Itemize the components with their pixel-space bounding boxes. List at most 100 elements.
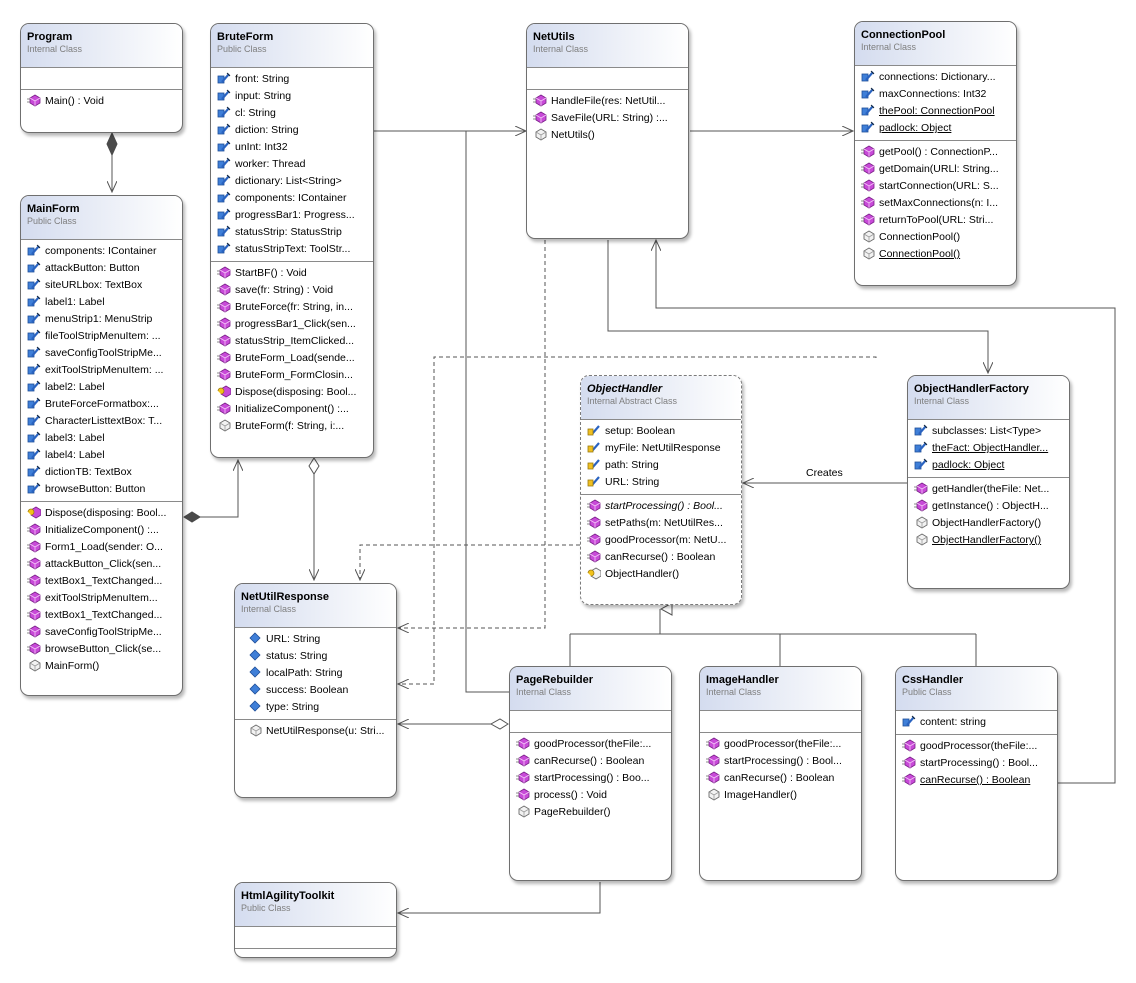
member-row[interactable]: input: String	[211, 88, 373, 105]
member-row[interactable]: CharacterListtextBox: T...	[21, 413, 182, 430]
member-row[interactable]: textBox1_TextChanged...	[21, 573, 182, 590]
member-row[interactable]: goodProcessor(m: NetU...	[581, 532, 741, 549]
member-row[interactable]: ConnectionPool()	[855, 246, 1016, 263]
member-row[interactable]: dictionary: List<String>	[211, 173, 373, 190]
member-row[interactable]: NetUtils()	[527, 127, 688, 144]
member-row[interactable]: subclasses: List<Type>	[908, 423, 1069, 440]
member-row[interactable]: BruteForceFormatbox:...	[21, 396, 182, 413]
member-row[interactable]: BruteForm(f: String, i:...	[211, 418, 373, 435]
member-row[interactable]: setup: Boolean	[581, 423, 741, 440]
member-row[interactable]: canRecurse() : Boolean	[581, 549, 741, 566]
member-row[interactable]: SaveFile(URL: String) :...	[527, 110, 688, 127]
member-row[interactable]: content: string	[896, 714, 1057, 731]
member-row[interactable]: components: IContainer	[21, 243, 182, 260]
member-row[interactable]: myFile: NetUtilResponse	[581, 440, 741, 457]
member-row[interactable]: statusStrip_ItemClicked...	[211, 333, 373, 350]
member-row[interactable]: getDomain(URLl: String...	[855, 161, 1016, 178]
member-row[interactable]: label4: Label	[21, 447, 182, 464]
member-row[interactable]: Dispose(disposing: Bool...	[211, 384, 373, 401]
member-row[interactable]: saveConfigToolStripMe...	[21, 345, 182, 362]
member-row[interactable]: worker: Thread	[211, 156, 373, 173]
member-row[interactable]: type: String	[235, 699, 396, 716]
member-row[interactable]: InitializeComponent() :...	[211, 401, 373, 418]
member-row[interactable]: goodProcessor(theFile:...	[700, 736, 861, 753]
member-row[interactable]: attackButton: Button	[21, 260, 182, 277]
member-row[interactable]: browseButton_Click(se...	[21, 641, 182, 658]
member-row[interactable]: ObjectHandler()	[581, 566, 741, 583]
member-row[interactable]: getHandler(theFile: Net...	[908, 481, 1069, 498]
member-row[interactable]: localPath: String	[235, 665, 396, 682]
member-row[interactable]: BruteForm_Load(sende...	[211, 350, 373, 367]
member-row[interactable]: URL: String	[235, 631, 396, 648]
member-row[interactable]: goodProcessor(theFile:...	[896, 738, 1057, 755]
member-row[interactable]: Form1_Load(sender: O...	[21, 539, 182, 556]
member-row[interactable]: startProcessing() : Bool...	[581, 498, 741, 515]
member-row[interactable]: diction: String	[211, 122, 373, 139]
member-row[interactable]: success: Boolean	[235, 682, 396, 699]
member-row[interactable]: Main() : Void	[21, 93, 182, 110]
member-row[interactable]: ConnectionPool()	[855, 229, 1016, 246]
member-row[interactable]: startProcessing() : Boo...	[510, 770, 671, 787]
member-row[interactable]: getInstance() : ObjectH...	[908, 498, 1069, 515]
member-row[interactable]: PageRebuilder()	[510, 804, 671, 821]
member-row[interactable]: menuStrip1: MenuStrip	[21, 311, 182, 328]
member-row[interactable]: attackButton_Click(sen...	[21, 556, 182, 573]
member-row[interactable]: front: String	[211, 71, 373, 88]
member-row[interactable]: exitToolStripMenuItem...	[21, 590, 182, 607]
member-row[interactable]: unInt: Int32	[211, 139, 373, 156]
member-row[interactable]: label2: Label	[21, 379, 182, 396]
member-row[interactable]: returnToPool(URL: Stri...	[855, 212, 1016, 229]
member-row[interactable]: save(fr: String) : Void	[211, 282, 373, 299]
member-row[interactable]: progressBar1: Progress...	[211, 207, 373, 224]
member-row[interactable]: statusStripText: ToolStr...	[211, 241, 373, 258]
member-row[interactable]: padlock: Object	[855, 120, 1016, 137]
member-row[interactable]: connections: Dictionary...	[855, 69, 1016, 86]
member-row[interactable]: ImageHandler()	[700, 787, 861, 804]
member-row[interactable]: theFact: ObjectHandler...	[908, 440, 1069, 457]
member-row[interactable]: exitToolStripMenuItem: ...	[21, 362, 182, 379]
member-row[interactable]: process() : Void	[510, 787, 671, 804]
member-row[interactable]: saveConfigToolStripMe...	[21, 624, 182, 641]
member-row[interactable]: cl: String	[211, 105, 373, 122]
member-row[interactable]: ObjectHandlerFactory()	[908, 515, 1069, 532]
member-row[interactable]: canRecurse() : Boolean	[896, 772, 1057, 789]
member-row[interactable]: canRecurse() : Boolean	[700, 770, 861, 787]
member-row[interactable]: MainForm()	[21, 658, 182, 675]
member-row[interactable]: setMaxConnections(n: I...	[855, 195, 1016, 212]
member-row[interactable]: label3: Label	[21, 430, 182, 447]
member-row[interactable]: BruteForm_FormClosin...	[211, 367, 373, 384]
member-row[interactable]: getPool() : ConnectionP...	[855, 144, 1016, 161]
member-row[interactable]: goodProcessor(theFile:...	[510, 736, 671, 753]
member-row[interactable]: components: IContainer	[211, 190, 373, 207]
member-row[interactable]: status: String	[235, 648, 396, 665]
member-row[interactable]: startProcessing() : Bool...	[896, 755, 1057, 772]
member-row[interactable]: progressBar1_Click(sen...	[211, 316, 373, 333]
member-row[interactable]: siteURLbox: TextBox	[21, 277, 182, 294]
member-row[interactable]: Dispose(disposing: Bool...	[21, 505, 182, 522]
member-row[interactable]: statusStrip: StatusStrip	[211, 224, 373, 241]
member-row[interactable]: StartBF() : Void	[211, 265, 373, 282]
member-row[interactable]: padlock: Object	[908, 457, 1069, 474]
member-row[interactable]: dictionTB: TextBox	[21, 464, 182, 481]
member-row[interactable]: ObjectHandlerFactory()	[908, 532, 1069, 549]
member-row[interactable]: startConnection(URL: S...	[855, 178, 1016, 195]
member-row[interactable]: InitializeComponent() :...	[21, 522, 182, 539]
member-row[interactable]: fileToolStripMenuItem: ...	[21, 328, 182, 345]
member-row[interactable]: canRecurse() : Boolean	[510, 753, 671, 770]
member-row[interactable]: textBox1_TextChanged...	[21, 607, 182, 624]
member-row[interactable]: setPaths(m: NetUtilRes...	[581, 515, 741, 532]
member-row[interactable]: BruteForce(fr: String, in...	[211, 299, 373, 316]
member-row[interactable]: path: String	[581, 457, 741, 474]
